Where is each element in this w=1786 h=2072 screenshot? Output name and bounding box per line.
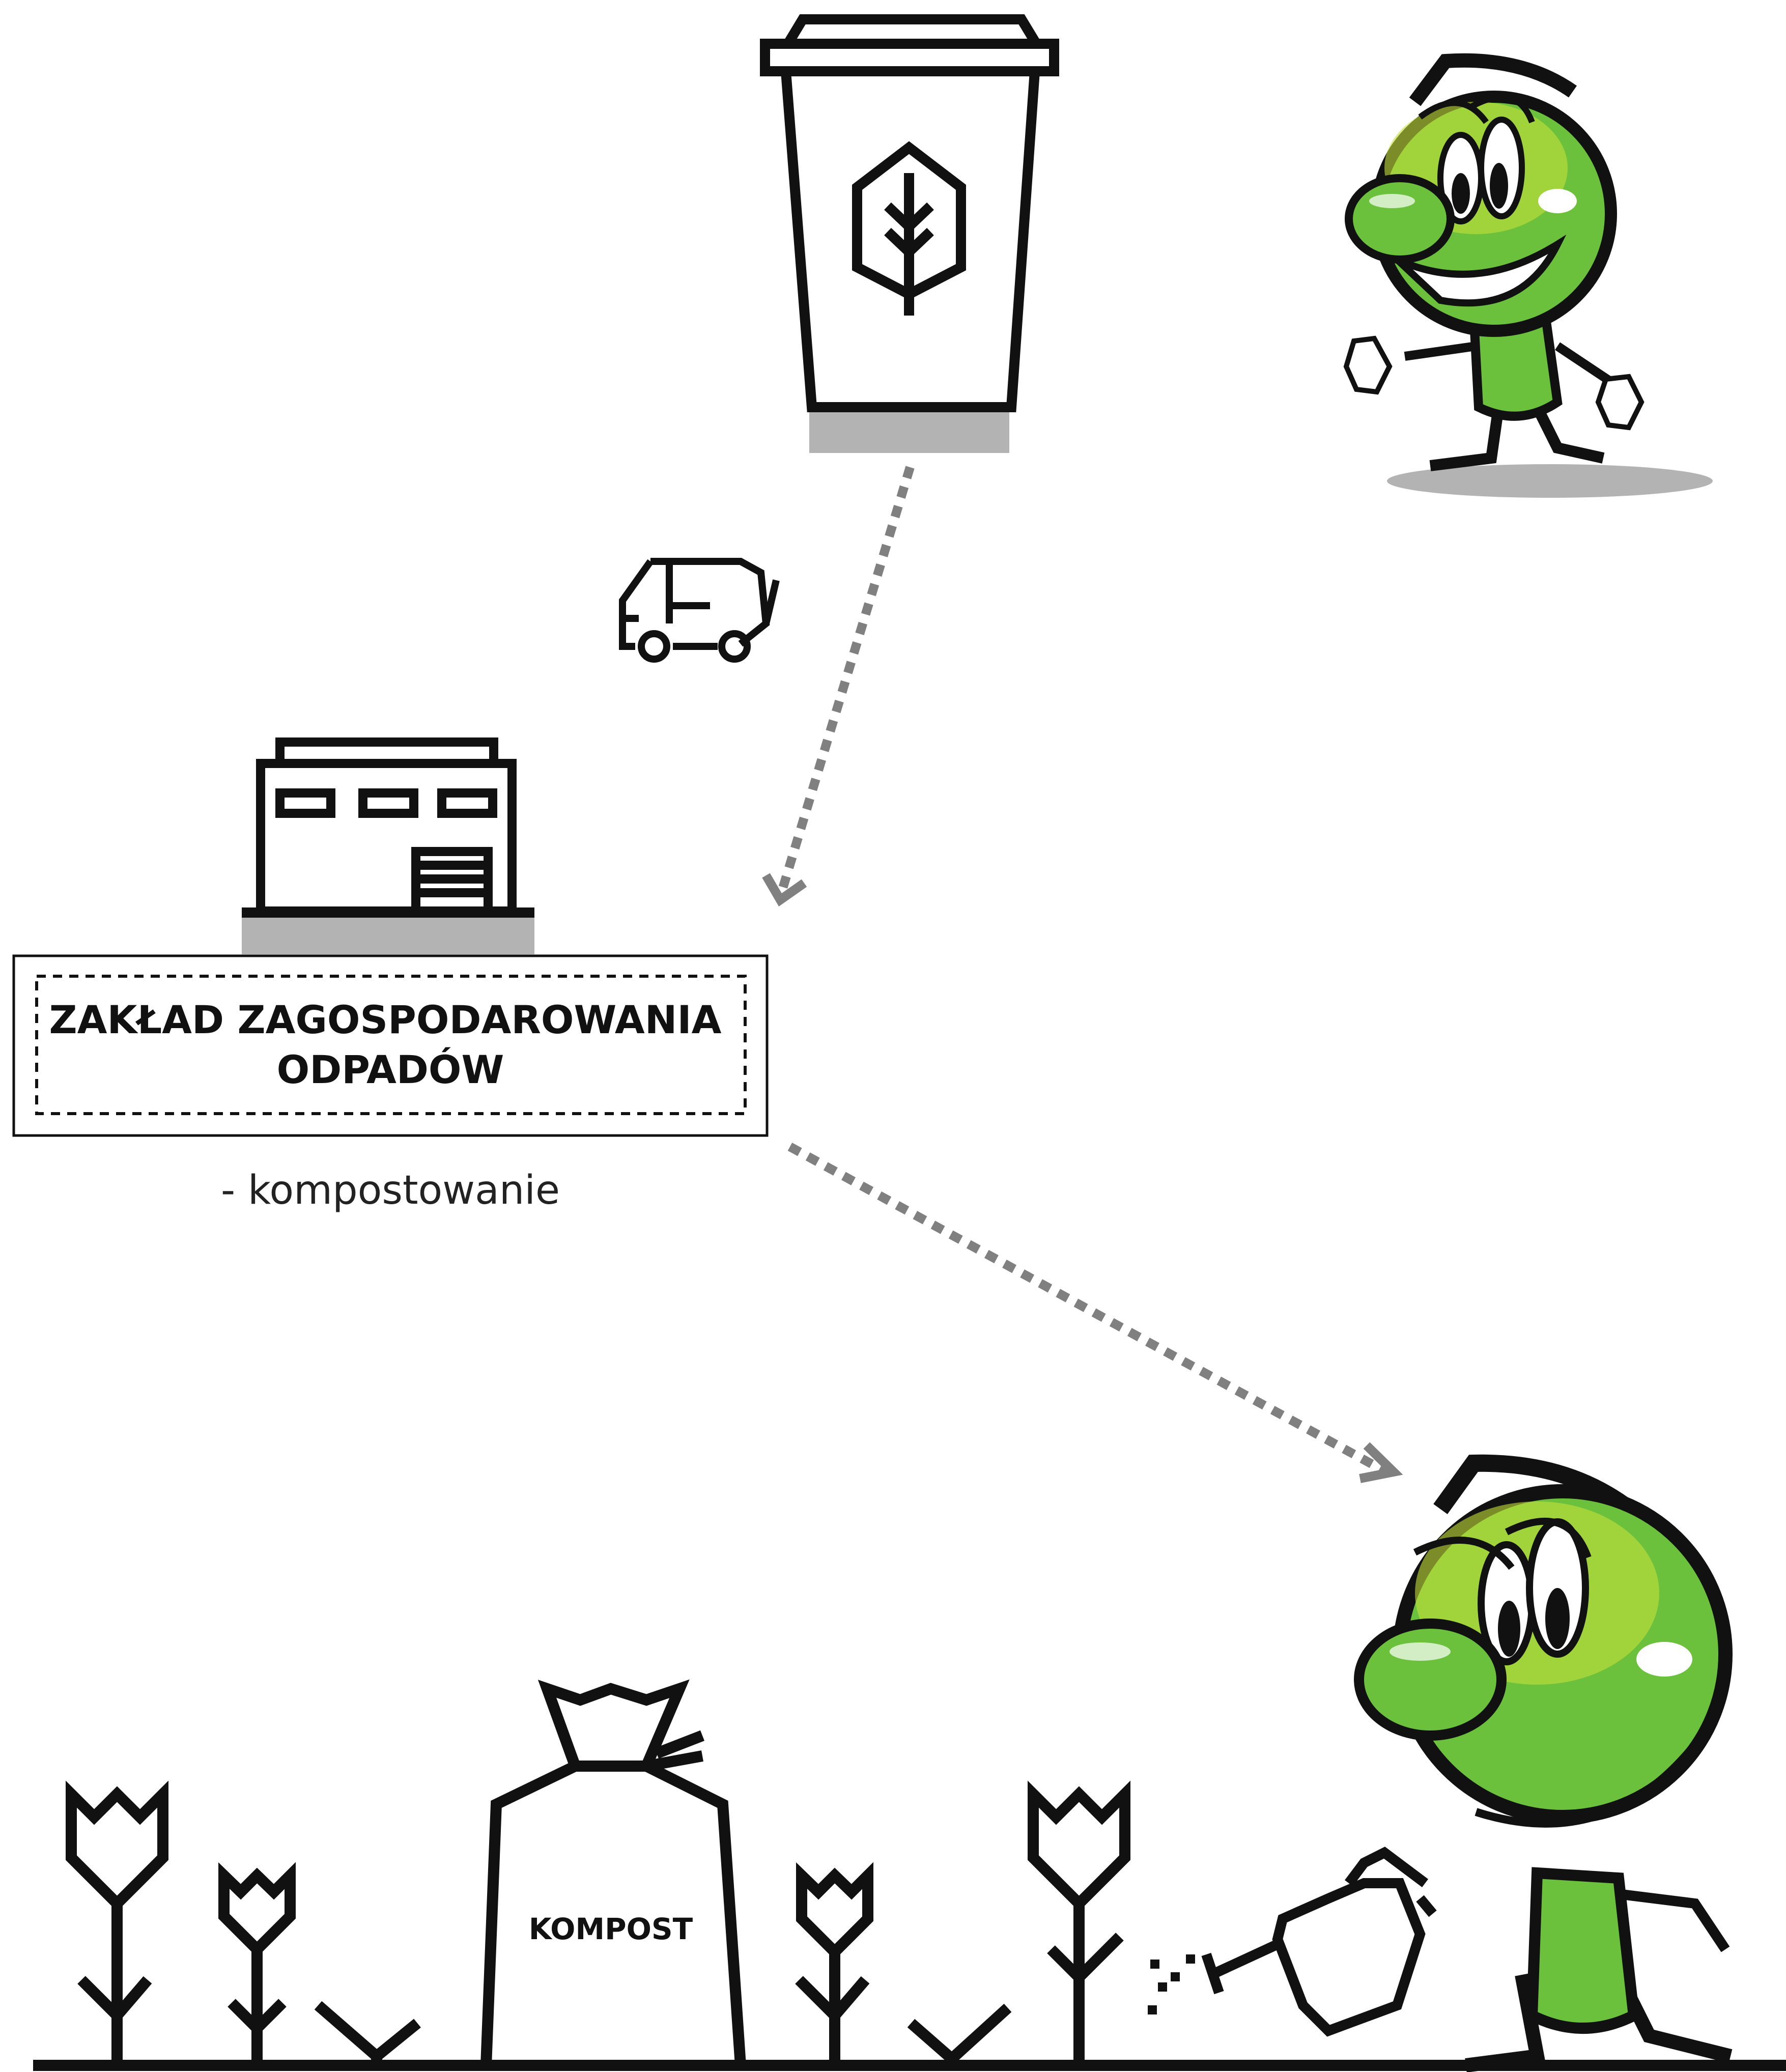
compost-bag-icon: KOMPOST bbox=[486, 1689, 741, 2065]
watering-can-icon bbox=[1206, 1853, 1433, 2031]
water-drops bbox=[1148, 1954, 1195, 2014]
mascot bbox=[1346, 61, 1713, 498]
mascot bbox=[1148, 1463, 1731, 2065]
bin-icon bbox=[765, 19, 1054, 453]
arrow-icon bbox=[766, 467, 910, 900]
truck-icon bbox=[622, 561, 776, 659]
tulip-icon bbox=[224, 1876, 290, 2065]
sprout-icon bbox=[318, 2005, 417, 2065]
bin-shadow bbox=[809, 407, 1009, 453]
tulip-icon bbox=[71, 1794, 163, 2065]
sprout-icon bbox=[911, 2008, 1008, 2065]
leaf-icon bbox=[857, 148, 961, 316]
tulip-icon bbox=[1033, 1794, 1125, 2065]
facility-title-line2: ODPADÓW bbox=[277, 1046, 504, 1092]
compost-bag-label: KOMPOST bbox=[529, 1912, 693, 1946]
tulip-icon bbox=[799, 1876, 868, 2065]
building-shadow bbox=[242, 913, 534, 954]
process-label: - kompostowanie bbox=[221, 1168, 560, 1213]
facility-title-line1: ZAKŁAD ZAGOSPODAROWANIA bbox=[49, 997, 722, 1042]
facility-label: ZAKŁAD ZAGOSPODAROWANIA ODPADÓW bbox=[14, 956, 767, 1136]
arrow-icon bbox=[790, 1147, 1394, 1479]
building-icon bbox=[242, 742, 534, 954]
